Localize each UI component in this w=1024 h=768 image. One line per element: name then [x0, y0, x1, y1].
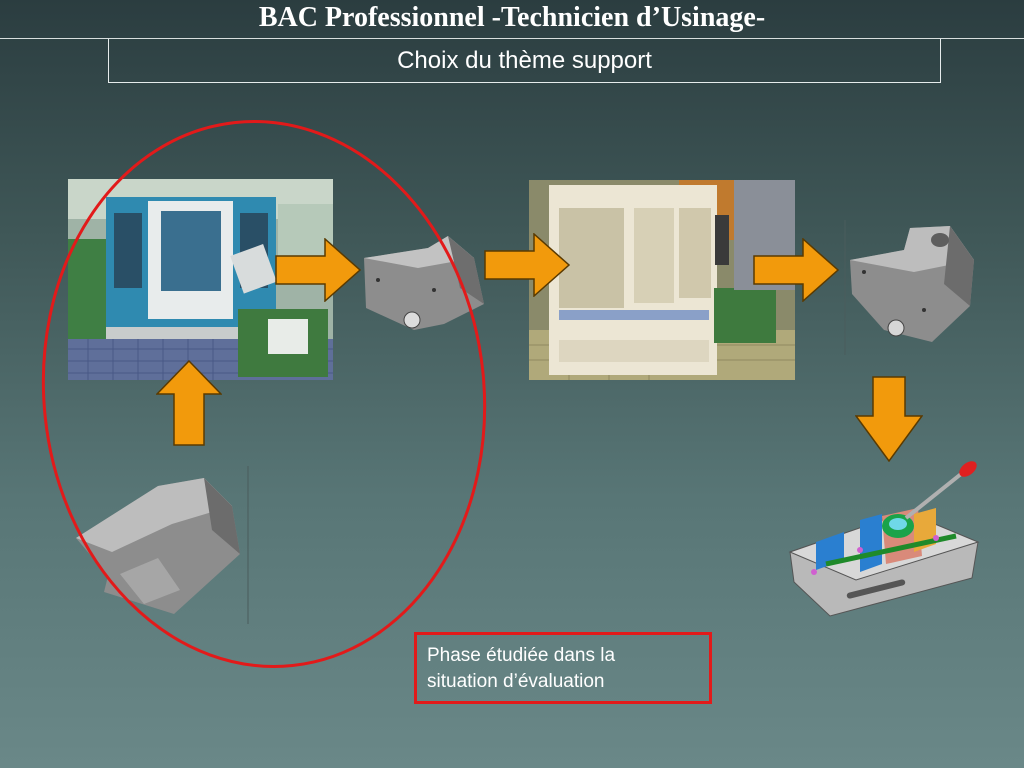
arrow-down-icon — [855, 376, 923, 462]
slide-title: BAC Professionnel -Technicien d’Usinage- — [258, 2, 766, 33]
arrow-right-icon — [275, 238, 361, 302]
machine1-photo — [68, 179, 333, 380]
title-divider — [0, 38, 1024, 39]
callout-line-2: situation d’évaluation — [427, 671, 605, 692]
arrow-right-icon — [753, 238, 839, 302]
intermediate-part-image — [356, 228, 486, 336]
arrow-right-icon — [484, 233, 570, 297]
finished-part-image — [844, 220, 980, 355]
callout-line-1: Phase étudiée dans la — [427, 645, 616, 666]
slide-subtitle: Choix du thème support — [108, 39, 941, 83]
highlight-ellipse — [41, 120, 487, 668]
vise-assembly-image — [786, 460, 982, 620]
arrow-up-icon — [156, 360, 222, 446]
raw-part-image — [72, 466, 252, 626]
evaluation-phase-callout: Phase étudiée dans la situation d’évalua… — [414, 632, 712, 704]
